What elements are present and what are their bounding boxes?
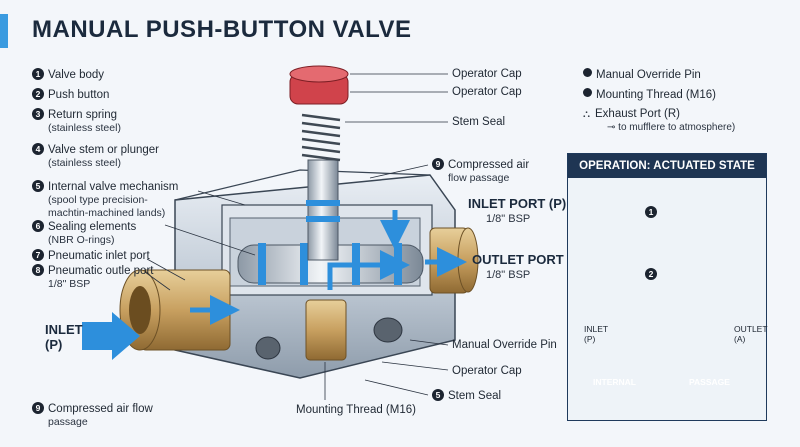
callout-operator-cap-3: Operator Cap [452,365,522,377]
callout-operator-cap-2: Operator Cap [452,86,522,98]
muffler-icon: ⊸ [607,122,619,133]
operator-cap [289,65,349,105]
leader-lines [144,73,449,400]
page-title: MANUAL PUSH-BUTTON VALVE [32,16,412,43]
callout-manual-override: Manual Override Pin [452,339,557,351]
mounting-thread [305,299,347,361]
callout-stem-seal-1: Stem Seal [452,116,506,128]
inlet-fitting [119,269,231,351]
callout-mounting-thread: Mounting Thread (M16) [296,404,416,416]
panel-internal-label: INTERNAL [593,377,636,387]
panel-passage-label: PASSAGE [689,377,730,387]
callout-operator-cap-1: Operator Cap [452,68,522,80]
inlet-arrow-icon [82,312,140,360]
inlet-port-size: 1/8" BSP [486,213,531,225]
legend-override-pin: Manual Override Pin [583,68,701,82]
dot-icon [583,88,592,97]
flow-arrows [190,210,467,325]
outlet-port-label: OUTLET PORT (A) [472,252,586,267]
legend-exhaust-port: ⛬Exhaust Port (R)⊸ to mufflere to atmosp… [583,108,736,133]
valve-stem [307,159,339,261]
panel-step-1: 1 [645,206,657,218]
title-accent-bar [0,14,8,48]
exhaust-icon: ⛬ [583,109,590,120]
legend-mounting-thread: Mounting Thread (M16) [583,88,716,102]
inlet-port-label: INLET PORT (P) [468,196,567,211]
panel-step-2: 2 [645,268,657,280]
operation-panel: OPERATION: ACTUATED STATE 1 2 INLET (P) … [567,153,767,421]
outlet-port-size: 1/8" BSP [486,269,531,281]
panel-title: OPERATION: ACTUATED STATE [568,154,766,178]
return-spring [301,113,341,162]
dot-icon [583,68,592,77]
inlet-label: INLET(P) [45,322,83,352]
panel-inlet-label: INLET (P) [584,324,608,344]
panel-outlet-label: OUTLET (A) [734,324,768,344]
